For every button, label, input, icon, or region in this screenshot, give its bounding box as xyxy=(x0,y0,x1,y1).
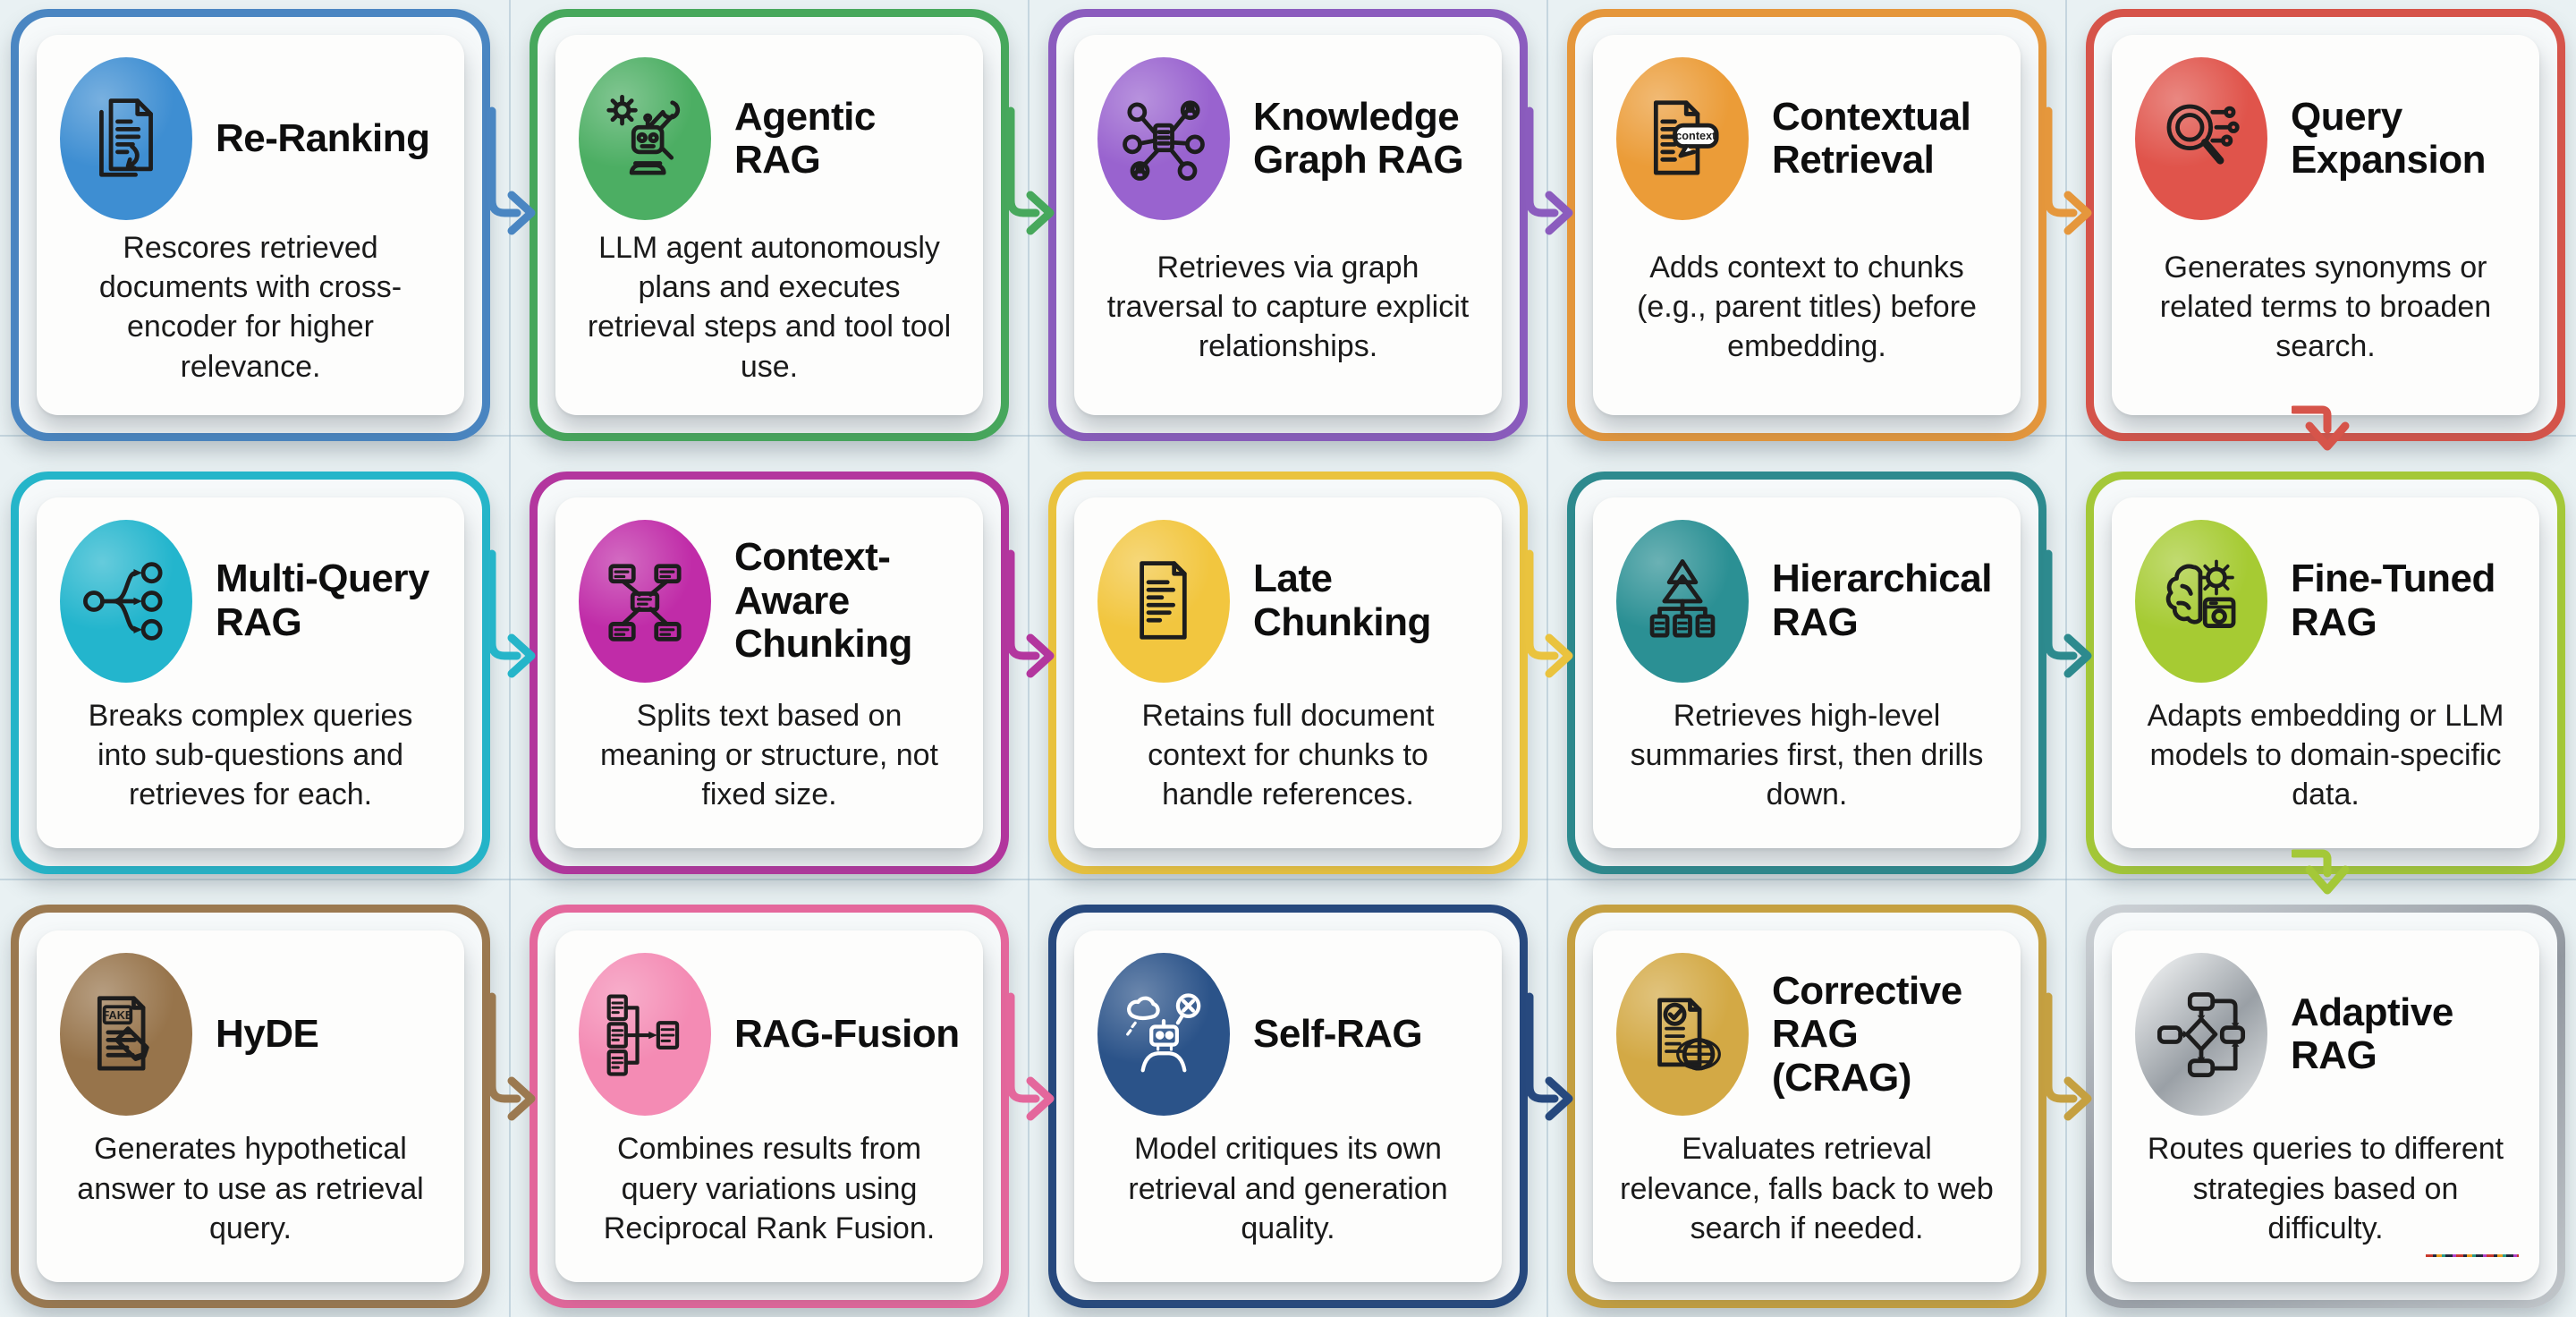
svg-text:context: context xyxy=(1675,129,1716,142)
card-description: Retrieves high-level summaries first, th… xyxy=(1630,698,1984,812)
card-description: Model critiques its own retrieval and ge… xyxy=(1128,1132,1448,1245)
document-stack-icon xyxy=(60,57,192,220)
card-self-rag: Self-RAG Model critiques its own retriev… xyxy=(1048,905,1528,1308)
card-description: Retains full document context for chunks… xyxy=(1141,698,1435,812)
document-context-icon: context xyxy=(1616,57,1749,220)
card-description: Adapts embedding or LLM models to domain… xyxy=(2147,698,2504,812)
card-title: Multi-Query RAG xyxy=(216,557,429,644)
card-hyde: FAKE HyDE Generates hypothetical answer … xyxy=(11,905,490,1308)
card-hierarchical-rag: Hierarchical RAG Retrieves high-level su… xyxy=(1567,471,2046,875)
card-description: Combines results from query variations u… xyxy=(603,1132,936,1245)
fake-document-icon: FAKE xyxy=(60,953,192,1117)
flow-arrow-right xyxy=(1524,991,1574,1124)
card-title: Self-RAG xyxy=(1253,1012,1423,1057)
card-agentic-rag: Agentic RAG LLM agent autonomously plans… xyxy=(530,9,1009,441)
grid-line xyxy=(0,879,2576,880)
flowchart-icon xyxy=(2135,953,2267,1117)
card-title: HyDE xyxy=(216,1012,319,1057)
card-title: Adaptive RAG xyxy=(2291,990,2453,1078)
hierarchy-tree-icon xyxy=(1616,519,1749,683)
card-query-expansion: Query Expansion Generates synonyms or re… xyxy=(2086,9,2565,441)
brain-gear-icon xyxy=(2135,519,2267,683)
card-multi-query-rag: Multi-Query RAG Breaks complex queries i… xyxy=(11,471,490,875)
card-description: Splits text based on meaning or structur… xyxy=(600,698,938,812)
card-contextual-retrieval: context Contextual Retrieval Adds contex… xyxy=(1567,9,2046,441)
card-title: Re-Ranking xyxy=(216,115,430,160)
card-knowledge-graph-rag: Knowledge Graph RAG Retrieves via graph … xyxy=(1048,9,1528,441)
card-title: Query Expansion xyxy=(2291,94,2487,182)
card-title: Corrective RAG (CRAG) xyxy=(1772,968,1962,1100)
card-title: Context-Aware Chunking xyxy=(734,535,912,666)
card-description: Breaks complex queries into sub-question… xyxy=(88,698,413,812)
card-rag-fusion: RAG-Fusion Combines results from query v… xyxy=(530,905,1009,1308)
card-description: Retrieves via graph traversal to capture… xyxy=(1106,251,1470,364)
card-late-chunking: Late Chunking Retains full document cont… xyxy=(1048,471,1528,875)
flow-arrow-right xyxy=(487,106,537,238)
flow-arrow-right xyxy=(1524,548,1574,681)
robot-critique-icon xyxy=(1097,953,1230,1117)
document-check-globe-icon xyxy=(1616,953,1749,1117)
flow-arrow-down xyxy=(2292,404,2363,456)
card-description: Routes queries to different strategies b… xyxy=(2147,1132,2504,1245)
card-context-aware-chunking: Context-Aware Chunking Splits text based… xyxy=(530,471,1009,875)
magnifier-circuit-icon xyxy=(2135,57,2267,220)
flow-arrow-right xyxy=(487,548,537,681)
branching-arrows-icon xyxy=(60,519,192,683)
card-title: Late Chunking xyxy=(1253,557,1431,644)
card-title: Contextual Retrieval xyxy=(1772,94,1971,182)
card-description: LLM agent autonomously plans and execute… xyxy=(587,231,952,384)
flow-arrow-right xyxy=(1005,548,1055,681)
robot-gear-icon xyxy=(579,57,711,220)
card-title: Knowledge Graph RAG xyxy=(1253,94,1464,182)
svg-text:FAKE: FAKE xyxy=(103,1008,133,1022)
connected-blocks-icon xyxy=(579,519,711,683)
card-title: Hierarchical RAG xyxy=(1772,557,1992,644)
flow-arrow-down xyxy=(2292,848,2363,900)
merge-documents-icon xyxy=(579,953,711,1117)
card-adaptive-rag: Adaptive RAG Routes queries to different… xyxy=(2086,905,2565,1308)
card-re-ranking: Re-Ranking Rescores retrieved documents … xyxy=(11,9,490,441)
card-corrective-rag: Corrective RAG (CRAG) Evaluates retrieva… xyxy=(1567,905,2046,1308)
card-description: Rescores retrieved documents with cross-… xyxy=(98,231,402,384)
document-lines-icon xyxy=(1097,519,1230,683)
flow-arrow-right xyxy=(1524,106,1574,238)
flow-arrow-right xyxy=(2043,548,2093,681)
card-fine-tuned-rag: Fine-Tuned RAG Adapts embedding or LLM m… xyxy=(2086,471,2565,875)
card-description: Generates synonyms or related terms to b… xyxy=(2159,251,2492,364)
flow-arrow-right xyxy=(2043,991,2093,1124)
flow-arrow-right xyxy=(2043,106,2093,238)
card-description: Evaluates retrieval relevance, falls bac… xyxy=(1620,1132,1994,1245)
card-title: Fine-Tuned RAG xyxy=(2291,557,2496,644)
watermark-artifact xyxy=(2426,1254,2519,1257)
flow-arrow-right xyxy=(1005,991,1055,1124)
card-description: Generates hypothetical answer to use as … xyxy=(77,1132,424,1245)
card-description: Adds context to chunks (e.g., parent tit… xyxy=(1637,251,1977,364)
flow-arrow-right xyxy=(1005,106,1055,238)
card-title: Agentic RAG xyxy=(734,94,876,182)
flow-arrow-right xyxy=(487,991,537,1124)
card-title: RAG-Fusion xyxy=(734,1012,960,1057)
network-graph-icon xyxy=(1097,57,1230,220)
